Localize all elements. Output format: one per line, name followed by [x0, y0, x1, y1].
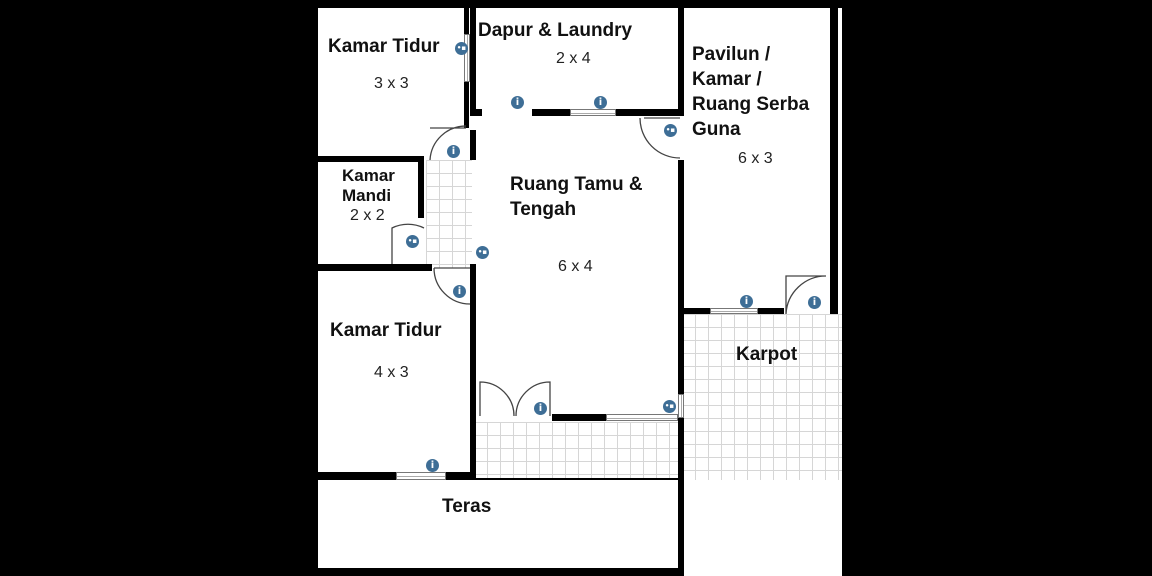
- wall-bedroom-right: [470, 264, 476, 478]
- door-pavilion: [639, 117, 681, 159]
- label-bathroom: Kamar Mandi: [342, 166, 395, 206]
- label-pavilion-line2: Kamar /: [692, 69, 762, 90]
- wall-bathroom-right: [418, 160, 424, 218]
- door-bedroom2: [433, 267, 471, 305]
- info-icon: i: [426, 459, 439, 472]
- wall-pavilion-bottom: [758, 308, 784, 314]
- wall-living-bottom: [552, 414, 606, 421]
- window-kitchen: [570, 109, 616, 116]
- label-pavilion-line4: Guna: [692, 119, 741, 140]
- label-living-line1: Ruang Tamu &: [510, 174, 643, 195]
- size-kitchen: 2 x 4: [556, 50, 591, 67]
- wall-left: [310, 0, 318, 576]
- wall-hall-right: [470, 130, 476, 160]
- window-living: [606, 414, 678, 421]
- label-bathroom-line2: Mandi: [342, 186, 392, 205]
- wall-terrace-edge: [318, 478, 680, 480]
- label-bedroom-top: Kamar Tidur: [328, 36, 440, 57]
- switch-icon: •▪: [663, 400, 676, 413]
- info-icon: i: [447, 145, 460, 158]
- window-bedroom1: [464, 34, 470, 82]
- wall-pavilion-bottom-left: [680, 308, 710, 314]
- door-bathroom: [391, 223, 425, 264]
- wall-kitchen-right: [678, 8, 684, 116]
- label-pavilion-line1: Pavilun /: [692, 44, 771, 65]
- label-living-line2: Tengah: [510, 199, 577, 220]
- label-kitchen: Dapur & Laundry: [478, 20, 633, 41]
- info-icon: i: [534, 402, 547, 415]
- wall-kitchen-left: [470, 8, 476, 116]
- door-bedroom1: [429, 125, 467, 161]
- switch-icon: •▪: [476, 246, 489, 259]
- wall-bedroom2-bottom: [310, 472, 476, 480]
- label-pavilion-line3: Ruang Serba: [692, 94, 810, 115]
- size-bathroom: 2 x 2: [350, 207, 385, 224]
- label-pavilion: Pavilun / Kamar / Ruang Serba Guna: [692, 42, 809, 142]
- wall-bottom: [310, 568, 684, 576]
- size-bedroom-bottom: 4 x 3: [374, 364, 409, 381]
- floor-plan: Kamar Tidur 3 x 3 Dapur & Laundry 2 x 4 …: [310, 0, 842, 576]
- hall-tiles: [426, 160, 472, 268]
- label-bedroom-bottom: Kamar Tidur: [330, 320, 442, 341]
- info-icon: i: [808, 296, 821, 309]
- door-main-left: [479, 381, 515, 417]
- window-living-side: [678, 394, 684, 418]
- door-carport: [785, 275, 827, 315]
- wall-kitchen-bottom-left: [470, 109, 482, 116]
- wall-top: [310, 0, 842, 8]
- info-icon: i: [594, 96, 607, 109]
- info-icon: i: [740, 295, 753, 308]
- window-bedroom2: [396, 472, 446, 480]
- size-pavilion: 6 x 3: [738, 150, 773, 167]
- switch-icon: •▪: [664, 124, 677, 137]
- window-pavilion: [710, 308, 758, 314]
- wall-teras-divider: [678, 416, 684, 576]
- label-carport: Karpot: [736, 344, 798, 365]
- door-main-right: [515, 381, 551, 417]
- label-living: Ruang Tamu & Tengah: [510, 172, 643, 222]
- info-icon: i: [511, 96, 524, 109]
- wall-pavilion-right: [830, 6, 838, 314]
- size-living: 6 x 4: [558, 258, 593, 275]
- wall-bathroom-bottom: [310, 264, 432, 271]
- label-bathroom-line1: Kamar: [342, 166, 395, 185]
- switch-icon: •▪: [455, 42, 468, 55]
- info-icon: i: [453, 285, 466, 298]
- carport-tiles: [682, 314, 842, 480]
- label-terrace: Teras: [442, 496, 492, 517]
- door-swings: [391, 117, 827, 417]
- size-bedroom-top: 3 x 3: [374, 75, 409, 92]
- wall-bedroom1-bottom: [310, 156, 424, 162]
- terrace-tiles: [474, 422, 680, 480]
- switch-icon: •▪: [406, 235, 419, 248]
- wall-living-right: [678, 160, 684, 416]
